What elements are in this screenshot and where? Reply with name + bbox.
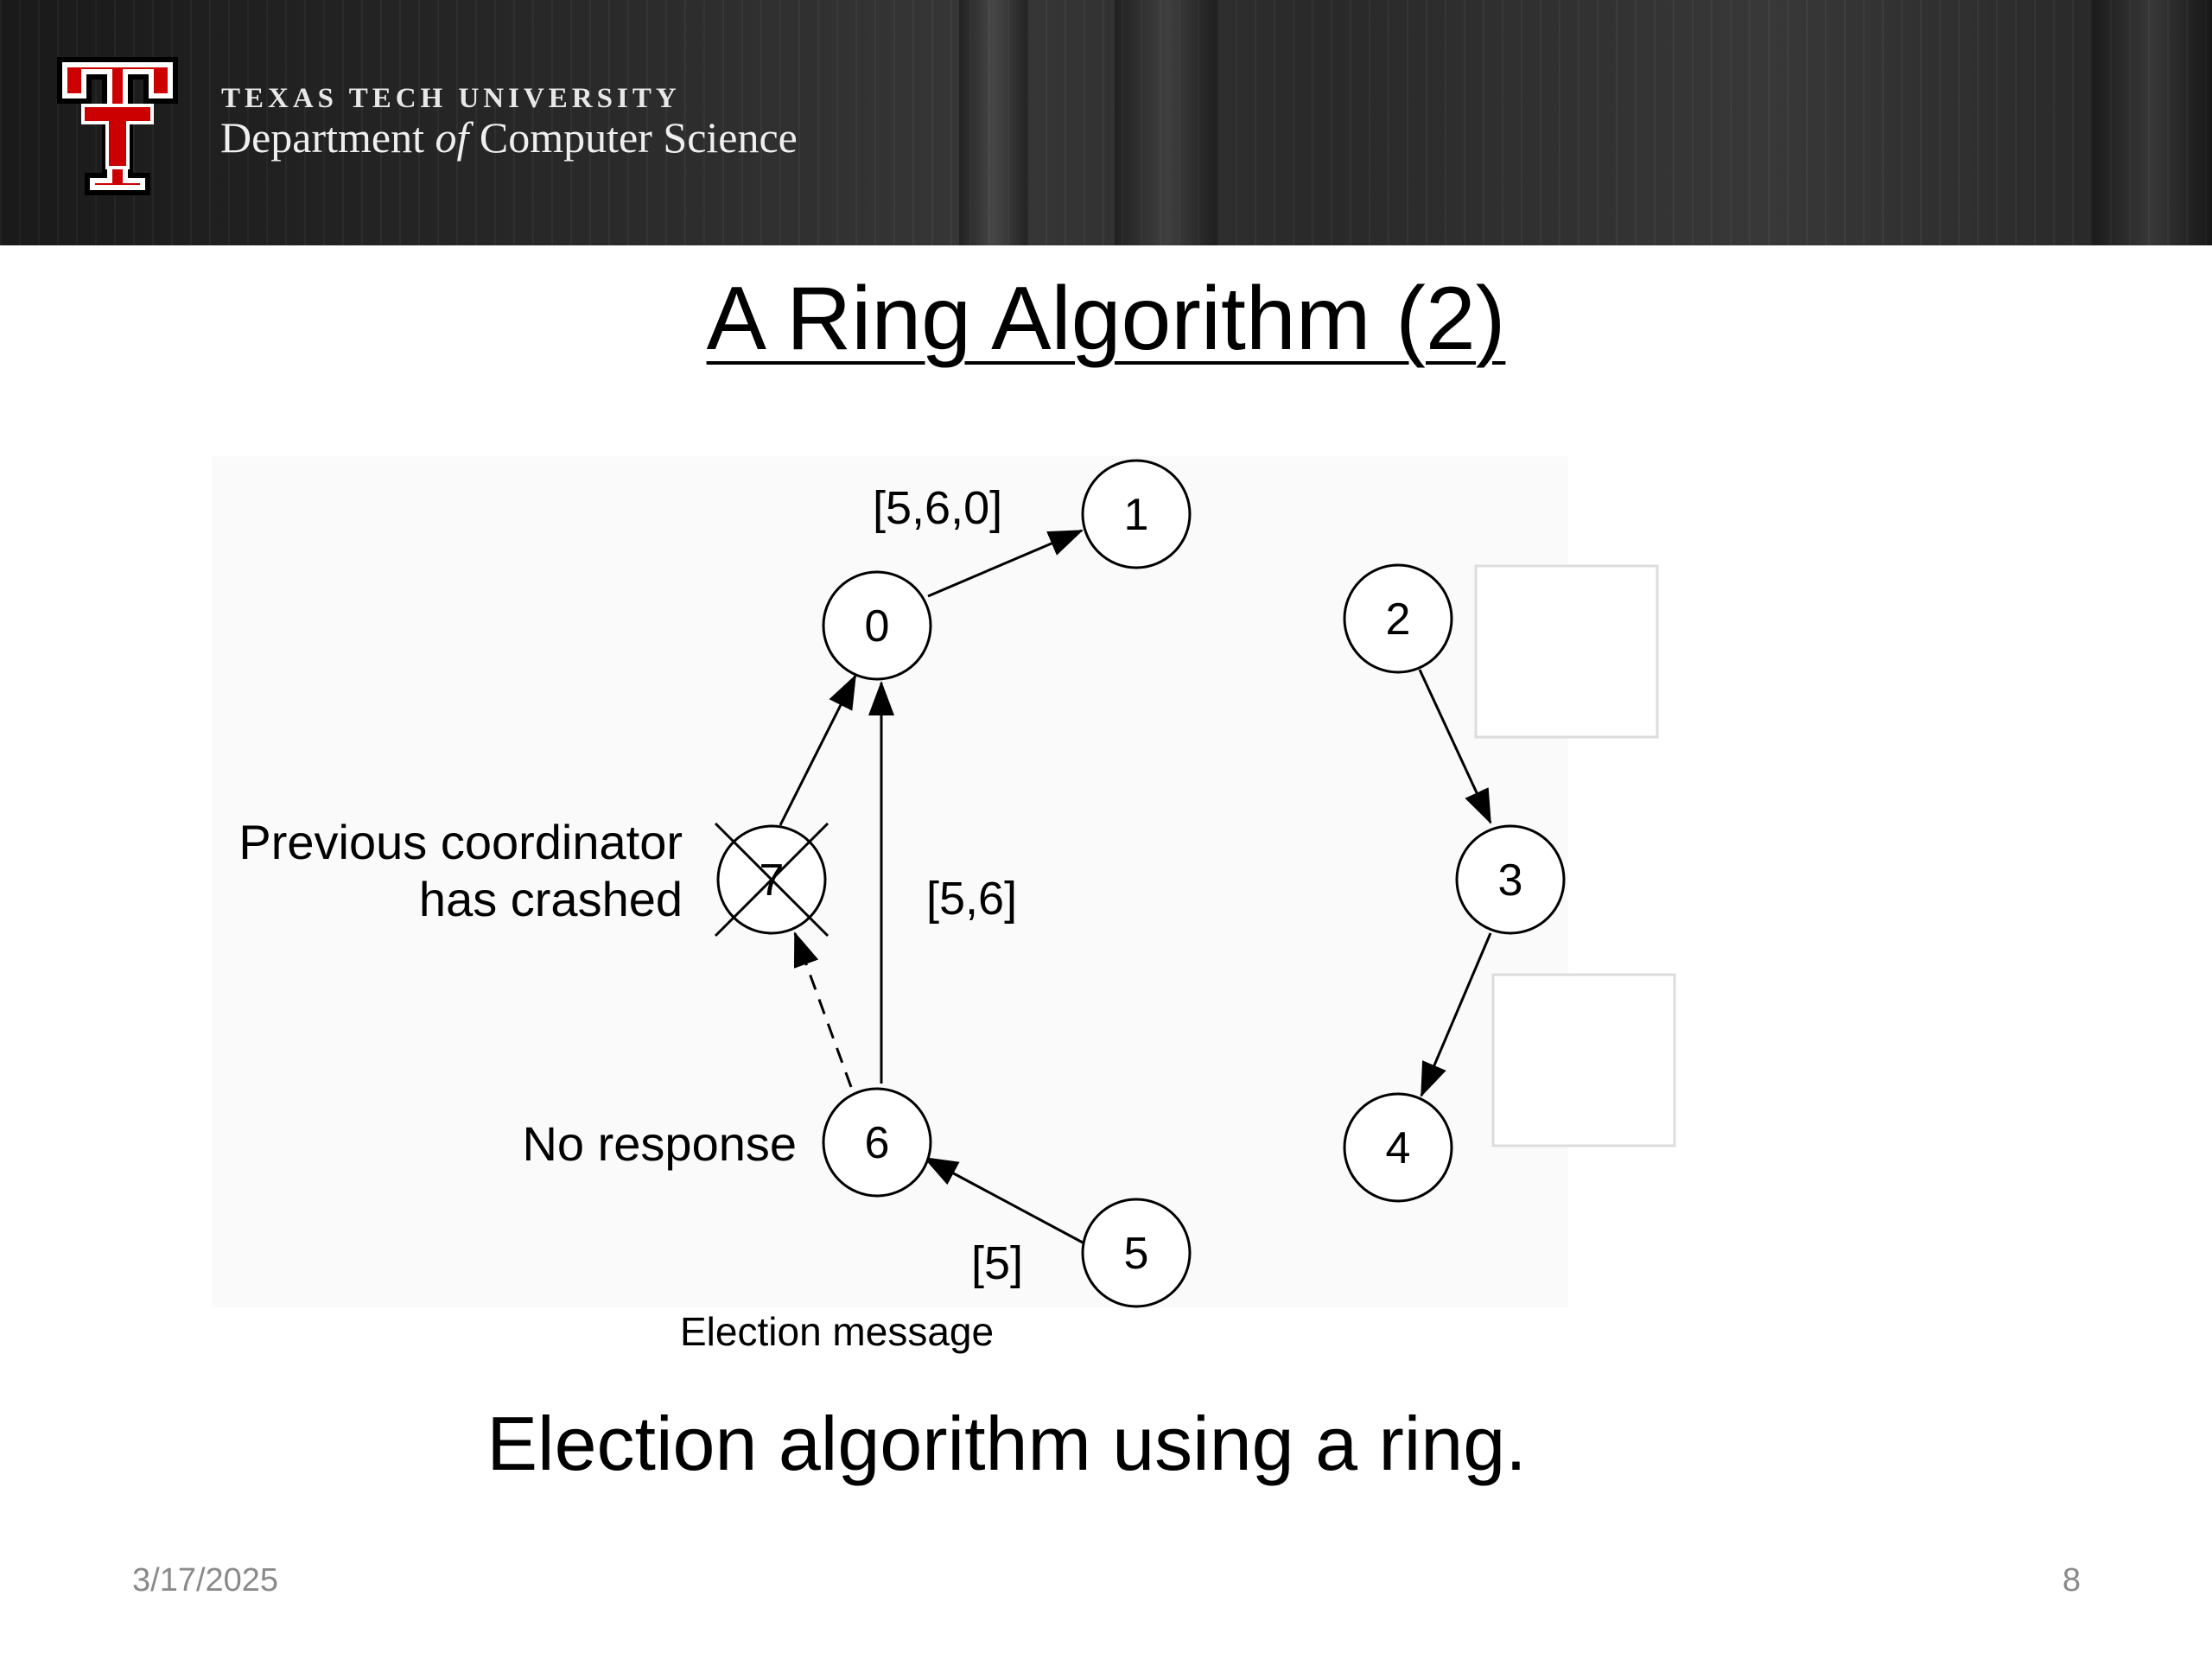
node-label: 0 bbox=[865, 601, 890, 652]
node-label: 1 bbox=[1124, 490, 1149, 540]
department-prefix: Department bbox=[220, 113, 435, 162]
annotation-election-message: Election message bbox=[680, 1309, 994, 1354]
node-5: 5 bbox=[1081, 1198, 1192, 1308]
node-0: 0 bbox=[822, 570, 932, 681]
banner-pillar bbox=[2091, 0, 2212, 245]
annotation-no-response: No response bbox=[522, 1116, 797, 1171]
edge-0-1 bbox=[927, 529, 1084, 598]
department-name: Department of Computer Science bbox=[220, 112, 798, 162]
double-t-logo-icon bbox=[57, 57, 178, 195]
footer-page-number: 8 bbox=[2062, 1562, 2081, 1599]
annotation-crashed-line2: has crashed bbox=[419, 872, 683, 926]
department-of: of bbox=[435, 113, 469, 162]
edge-label-5-6: [5] bbox=[971, 1237, 1023, 1289]
node-label: 2 bbox=[1386, 594, 1411, 645]
node-7-crashed: 7 bbox=[714, 822, 830, 938]
banner-pillar bbox=[959, 0, 1028, 245]
footer-date: 3/17/2025 bbox=[132, 1562, 279, 1599]
slide-caption: Election algorithm using a ring. bbox=[486, 1401, 1527, 1486]
blank-box bbox=[1491, 973, 1676, 1147]
annotation-crashed-line1: Previous coordinator bbox=[238, 815, 683, 869]
edge-label-6-0: [5,6] bbox=[926, 873, 1017, 925]
edge-6-7-dashed bbox=[793, 931, 853, 1088]
node-label: 4 bbox=[1386, 1123, 1411, 1173]
node-label: 6 bbox=[865, 1118, 890, 1168]
edge-label-0-1: [5,6,0] bbox=[873, 482, 1002, 534]
node-2: 2 bbox=[1343, 563, 1453, 674]
edge-5-6 bbox=[923, 1156, 1084, 1244]
edge-7-0 bbox=[779, 674, 857, 826]
edge-2-3 bbox=[1418, 669, 1492, 824]
node-label: 5 bbox=[1124, 1229, 1149, 1279]
crash-cross-icon bbox=[714, 822, 830, 938]
blank-box bbox=[1474, 564, 1659, 739]
header-banner: Texas Tech University Department of Comp… bbox=[0, 0, 2212, 245]
node-label: 3 bbox=[1498, 855, 1523, 906]
department-suffix: Computer Science bbox=[468, 113, 798, 162]
node-4: 4 bbox=[1343, 1092, 1453, 1203]
university-name: Texas Tech University bbox=[221, 83, 681, 114]
slide-title: A Ring Algorithm (2) bbox=[706, 269, 1506, 369]
node-6: 6 bbox=[822, 1087, 932, 1198]
edge-3-4 bbox=[1420, 932, 1492, 1097]
banner-texture bbox=[0, 0, 2212, 245]
node-1: 1 bbox=[1081, 459, 1192, 569]
banner-pillar bbox=[1115, 0, 1218, 245]
node-3: 3 bbox=[1455, 824, 1566, 935]
